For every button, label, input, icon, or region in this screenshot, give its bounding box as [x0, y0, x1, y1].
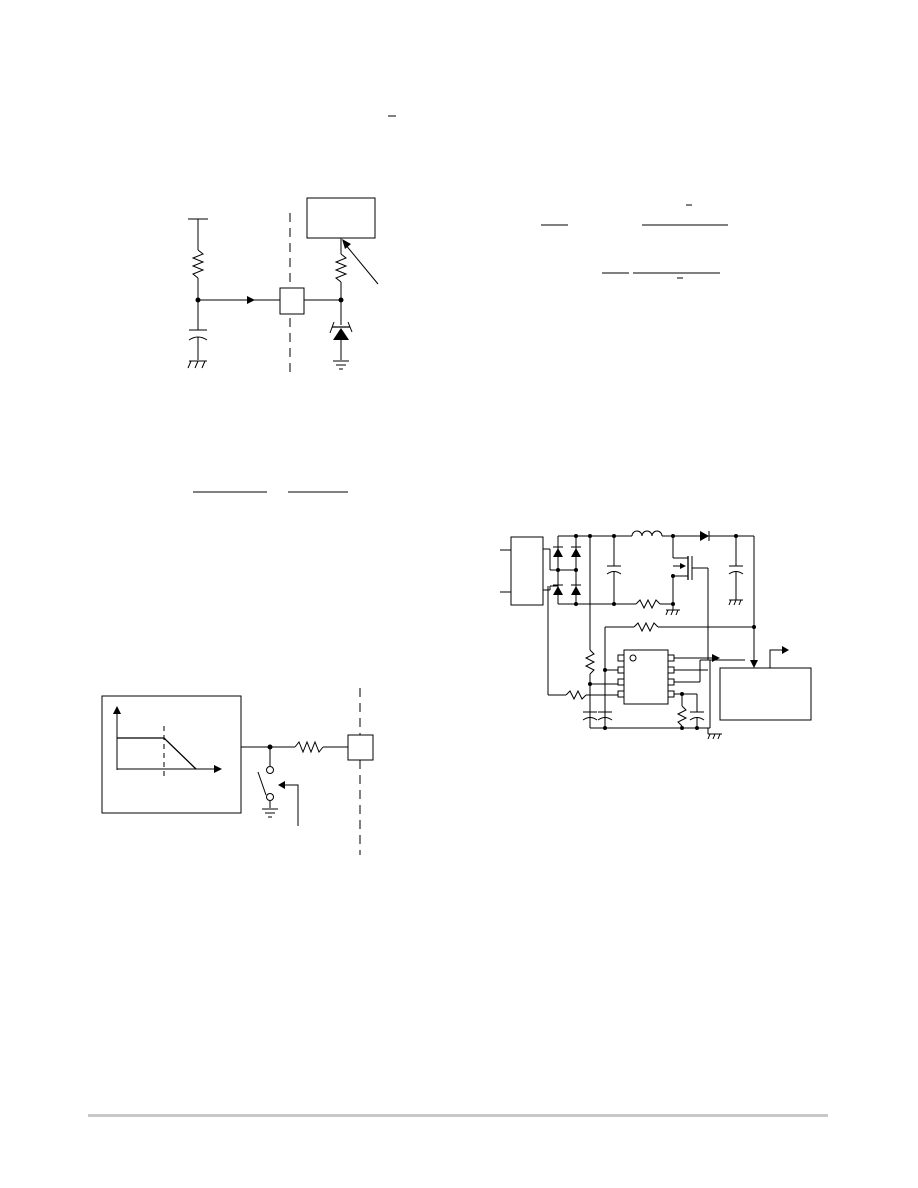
figure-1-circuit	[188, 198, 378, 372]
resistor-icon	[336, 254, 346, 282]
figure-2-circuit	[102, 688, 373, 855]
switch-icon	[267, 767, 274, 774]
pin-box	[280, 288, 304, 314]
pin-box	[348, 735, 373, 760]
controller-box	[307, 198, 375, 238]
resistor-icon	[566, 691, 586, 699]
graph-panel	[102, 696, 241, 813]
inductor-icon	[632, 531, 662, 536]
ground-icon	[333, 361, 349, 369]
resistor-icon	[636, 600, 660, 608]
ic-package-icon	[618, 650, 674, 704]
load-box	[720, 668, 811, 720]
bridge-rectifier-icon	[553, 534, 581, 606]
equation-fraction-bars	[541, 205, 728, 278]
resistor-icon	[678, 706, 686, 726]
ground-icon	[262, 809, 278, 817]
figure-3-circuit	[500, 531, 811, 739]
footer-rule	[88, 1114, 828, 1117]
capacitor-icon	[583, 718, 597, 721]
resistor-icon	[586, 650, 594, 674]
ac-input-box	[511, 537, 543, 605]
resistor-icon	[193, 250, 203, 278]
diode-icon	[700, 531, 709, 541]
resistor-icon	[295, 742, 323, 752]
arrow-icon	[247, 296, 255, 304]
mosfet-icon	[671, 536, 708, 660]
zener-diode-icon	[333, 328, 349, 340]
resistor-icon	[634, 623, 658, 631]
